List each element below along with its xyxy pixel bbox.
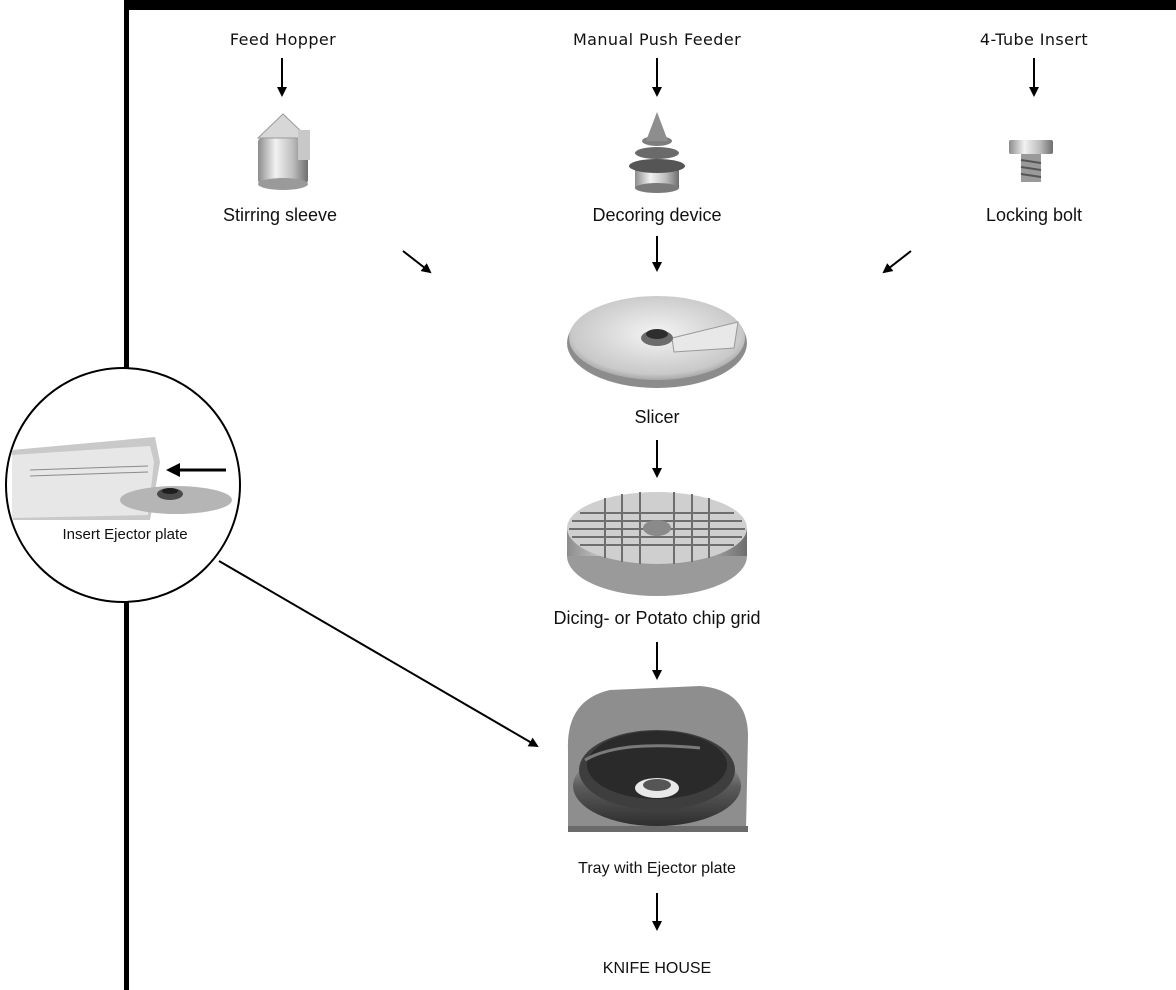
arrow-bolt-to-slicer bbox=[882, 250, 912, 274]
label-knife-house: KNIFE HOUSE bbox=[602, 960, 712, 977]
decoring-device-image bbox=[629, 112, 685, 193]
label-locking-bolt: Locking bolt bbox=[985, 205, 1083, 225]
source-feed-hopper: Feed Hopper bbox=[229, 30, 337, 49]
arrow-callout-to-tray bbox=[218, 560, 539, 748]
dicing-grid-image bbox=[567, 492, 747, 596]
top-border bbox=[124, 0, 1176, 10]
locking-bolt-image bbox=[1009, 140, 1053, 182]
tray-image bbox=[567, 686, 748, 832]
label-slicer: Slicer bbox=[634, 407, 680, 427]
label-stirring-sleeve: Stirring sleeve bbox=[222, 205, 338, 225]
label-dicing-grid: Dicing- or Potato chip grid bbox=[553, 608, 761, 628]
arrow-stirring-to-slicer bbox=[402, 250, 432, 274]
label-decoring-device: Decoring device bbox=[592, 205, 722, 225]
slicer-image bbox=[567, 296, 747, 388]
label-tray: Tray with Ejector plate bbox=[578, 860, 736, 877]
ejector-plate-image bbox=[12, 437, 232, 520]
label-insert-ejector-plate: Insert Ejector plate bbox=[62, 526, 188, 543]
source-manual-push-feeder: Manual Push Feeder bbox=[572, 30, 742, 49]
source-tube-insert: 4-Tube Insert bbox=[979, 30, 1089, 49]
stirring-sleeve-image bbox=[256, 113, 310, 190]
